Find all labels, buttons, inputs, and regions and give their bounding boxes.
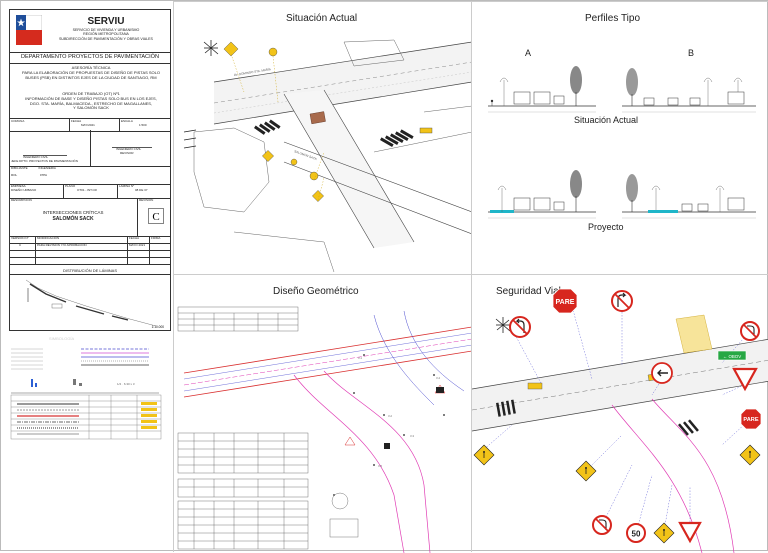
rev-header-version: VERSIÓN Nº <box>11 236 29 240</box>
profile-drawings <box>488 66 756 219</box>
no-turn-sign-3 <box>740 321 760 341</box>
stop-sign-2: PARE <box>740 408 762 430</box>
plano-label: PLANO <box>65 184 76 188</box>
dibujante-value: INGENIERIA <box>38 166 56 170</box>
svg-text:V-5: V-5 <box>378 464 382 468</box>
pedestrian-warning-sign-3 <box>653 522 675 544</box>
plano-value: OT01 - INT.CR <box>77 187 97 192</box>
panel-title-diseno-geometrico: Diseño Geométrico <box>273 286 359 297</box>
svg-text:V-3: V-3 <box>410 434 414 438</box>
svg-text:V-2: V-2 <box>388 414 392 418</box>
signature-left-2: JEFE DPTO. PROYECTOS DE PAVIMENTACIÓN <box>11 158 78 163</box>
panel-title-situacion-actual: Situación Actual <box>286 13 358 24</box>
geometric-table-1 <box>177 306 299 332</box>
department-title: DEPARTAMENTO PROYECTOS DE PAVIMENTACIÓN <box>20 54 160 60</box>
diseno-geometrico-plan: V-1V-2V-3 V-4V-5 <box>177 306 472 553</box>
rol-label: ROL <box>11 172 18 177</box>
panel-title-seguridad-vial: Seguridad Vial <box>496 286 561 297</box>
yield-sign-2 <box>678 521 702 544</box>
panel-seguridad-vial: Seguridad Vial <box>471 274 768 553</box>
rev-row-modificacion: PARA REVISIÓN Y/O APROBACIÓN <box>37 243 87 247</box>
minimap-scale: 1:10.000 <box>152 325 165 329</box>
lamina-value: 08 DE 37 <box>135 187 148 192</box>
svg-text:SIMBOLOGÍA: SIMBOLOGÍA <box>49 336 74 341</box>
legend-table: SIMBOLOGÍA 1/4 · 6.30 x 3 <box>10 336 162 440</box>
profile-proyecto-label: Proyecto <box>588 222 624 232</box>
dibujante-label: DIBUJANTE <box>11 166 28 170</box>
signature-right-1: INGENIERO CIVIL <box>116 147 142 151</box>
rev-header-fecha: FECHA <box>129 236 140 240</box>
green-sign-text: ← OBOV <box>723 354 741 359</box>
signature-left-1: INGENIERO CIVIL <box>23 155 49 159</box>
rol-value: 07PA <box>39 172 48 177</box>
speed-limit-text: 50 <box>632 530 641 539</box>
escala-label: ESCALA <box>121 119 133 123</box>
geometric-table-3 <box>177 478 309 498</box>
geometric-table-2 <box>177 432 309 474</box>
panel-situacion-actual: Situación Actual <box>173 1 472 274</box>
yield-sign-1 <box>732 367 758 392</box>
profile-situacion-actual-label: Situación Actual <box>574 115 639 125</box>
intersecciones-title: INTERSECCIONES CRÍTICAS SALOMÓN SACK <box>42 210 104 222</box>
profile-b-actual <box>622 68 756 113</box>
speed-limit-sign: 50 <box>626 523 646 543</box>
fecha-value: MAY/2021 <box>81 122 95 127</box>
comuna-label: COMUNA <box>11 119 25 123</box>
stop-sign-1-text: PARE <box>556 299 575 306</box>
no-turn-sign-4 <box>592 515 612 535</box>
rev-row-fecha: MAYO 2021 <box>129 243 146 247</box>
revision-letter-badge: C <box>148 208 164 224</box>
stop-sign-2-text: PARE <box>743 417 758 423</box>
fecha-label: FECHA <box>71 119 82 123</box>
rev-header-modificacion: MODIFICACIÓN <box>37 236 60 240</box>
empresa-value: DISEÑO URBANO <box>11 187 37 192</box>
svg-text:V-1: V-1 <box>358 356 362 360</box>
descripcion-label: DESCRIPCIÓN <box>11 198 32 202</box>
escala-value: 1:500 <box>139 122 147 127</box>
stop-sign-1: PARE <box>552 288 578 314</box>
orden-trabajo-text: ORDEN DE TRABAJO (OT) Nº1 INFORMACIÓN DE… <box>25 91 157 111</box>
seguridad-vial-plan: PARE PARE <box>472 288 768 553</box>
pedestrian-warning-sign-4 <box>739 444 761 466</box>
profile-a-label: A <box>525 48 532 58</box>
profile-a-proyecto <box>488 170 596 219</box>
distribucion-laminas: DISTRIBUCIÓN DE LÁMINAS <box>62 268 117 273</box>
profile-a-actual <box>488 66 596 113</box>
asesoria-text: ASESORÍA TÉCNICA PARA LA ELABORACIÓN DE … <box>21 65 161 80</box>
panel-title-perfiles-tipo: Perfiles Tipo <box>585 13 641 24</box>
situacion-actual-plan: AV. DOMINGO STA. MARÍA SALOMÓN SACK <box>183 39 472 273</box>
svg-text:AV. DOMINGO STA. MARÍA: AV. DOMINGO STA. MARÍA <box>234 67 272 77</box>
svg-text:V-4: V-4 <box>436 376 440 380</box>
empresa-label: EMPRESA <box>11 184 26 188</box>
signature-right-2: REVISOR <box>120 150 134 155</box>
green-direction-sign: ← OBOV <box>717 350 747 361</box>
svg-text:1/4 · 6.30 x 3: 1/4 · 6.30 x 3 <box>117 382 135 386</box>
revision-letter: C <box>152 211 159 223</box>
org-subtitle: SERVICIO DE VIVIENDA Y URBANISMO REGIÓN … <box>59 28 153 41</box>
title-block: SERVIU SERVICIO DE VIVIENDA Y URBANISMO … <box>9 9 171 331</box>
no-turn-sign-2 <box>509 316 531 338</box>
rev-header-firma: FIRMA <box>151 236 161 240</box>
org-name: SERVIU <box>87 16 125 27</box>
geometric-table-4 <box>177 500 309 550</box>
location-minimap: 1:10.000 <box>25 279 165 329</box>
mandatory-turn-sign <box>651 362 673 384</box>
rev-row-version: C <box>19 243 22 247</box>
profile-b-label: B <box>688 48 695 58</box>
no-turn-sign-1 <box>611 290 633 312</box>
panel-perfiles-tipo: Perfiles Tipo A B Situación Actual Proye… <box>471 1 768 274</box>
pedestrian-warning-sign-2 <box>575 460 597 482</box>
profile-b-proyecto <box>622 174 756 219</box>
lamina-label: LÁMINA Nº <box>119 184 135 188</box>
revision-label: REVISIÓN <box>139 198 154 202</box>
chile-flag-icon <box>16 15 42 45</box>
pedestrian-warning-sign-1 <box>473 444 495 466</box>
